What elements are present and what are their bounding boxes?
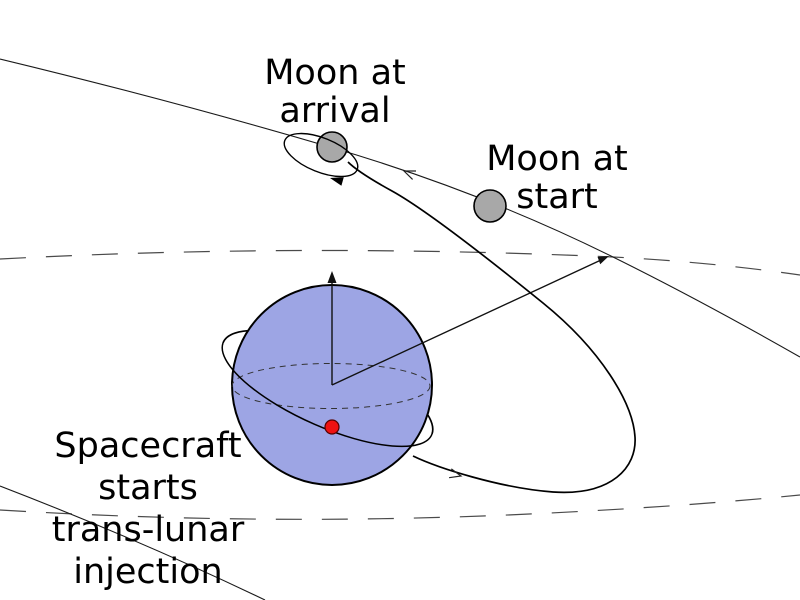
node-direction-arrow bbox=[331, 256, 609, 386]
moon-at-start bbox=[473, 189, 507, 223]
reference-plane-bottom-arc bbox=[0, 494, 800, 520]
moon-at-arrival bbox=[316, 131, 348, 163]
lunar-orbit-arrowhead-icon bbox=[330, 177, 344, 186]
reference-plane-dashed-ellipse bbox=[0, 249, 800, 520]
label-moon-at-start: Moon at start bbox=[486, 139, 628, 217]
label-spacecraft-tli: Spacecraft starts trans-lunar injection bbox=[51, 426, 245, 592]
moon-motion-arrow-icon bbox=[402, 170, 416, 180]
label-moon-at-arrival: Moon at arrival bbox=[264, 53, 406, 131]
parking-orbit-front-arc bbox=[221, 342, 433, 448]
node-arrowhead-icon bbox=[597, 256, 609, 265]
earth-equator-dashed bbox=[231, 363, 431, 409]
earth-axis-arrowhead-icon bbox=[327, 271, 337, 283]
spacecraft-dot bbox=[324, 419, 340, 435]
tli-trajectory bbox=[347, 161, 636, 494]
trajectory-direction-arrow-icon bbox=[449, 468, 463, 479]
reference-plane-top-arc bbox=[0, 249, 800, 276]
moon-orbit-lower-arc bbox=[0, 485, 266, 600]
lunar-orbit-loop bbox=[283, 132, 359, 178]
moon-orbit-upper-arc bbox=[0, 58, 800, 358]
earth-axis-arrow bbox=[327, 271, 337, 385]
